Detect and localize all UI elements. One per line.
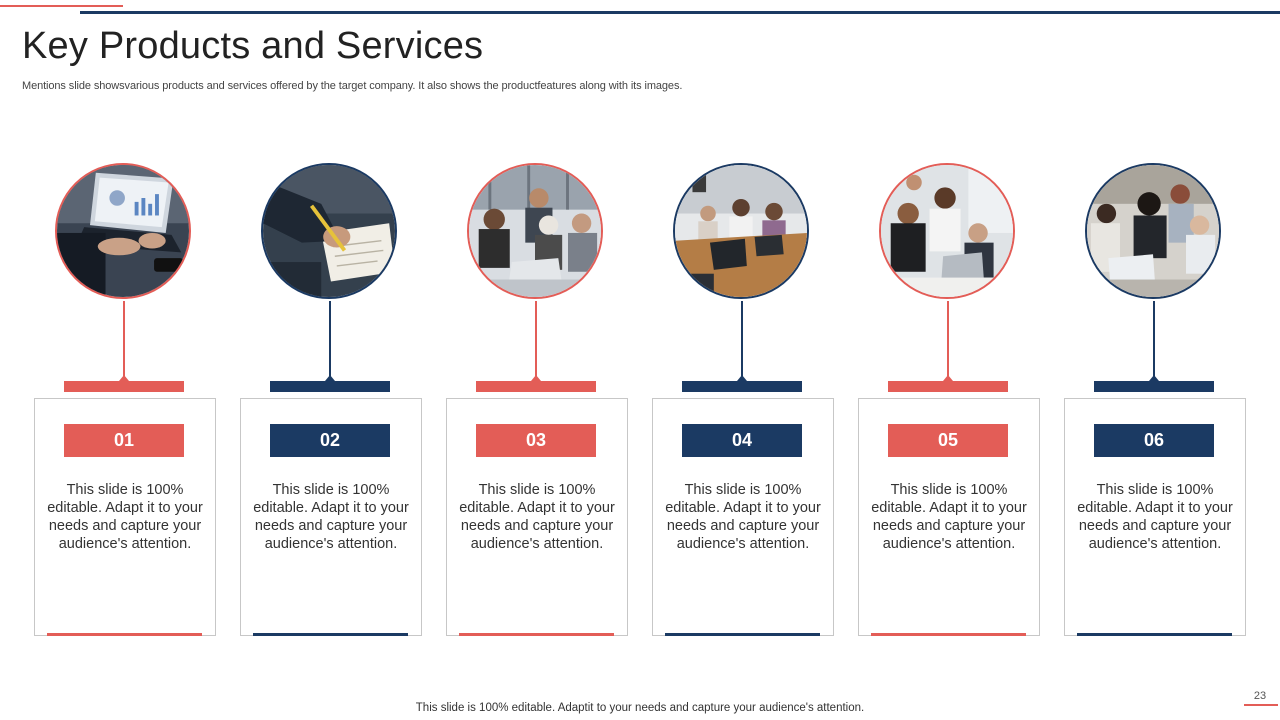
top-accent-red-line <box>0 5 123 7</box>
footer-note: This slide is 100% editable. Adaptit to … <box>415 702 865 714</box>
card-bottom-bar-4 <box>665 633 820 636</box>
product-photo-1 <box>55 163 191 299</box>
product-card-3: 03 This slide is 100% editable. Adapt it… <box>446 398 628 636</box>
product-description-4: This slide is 100% editable. Adapt it to… <box>665 482 821 552</box>
product-item-2: 02 This slide is 100% editable. Adapt it… <box>240 163 422 638</box>
group-laptop-photo-icon <box>881 165 1013 297</box>
product-photo-5 <box>879 163 1015 299</box>
tab-notch-5 <box>943 375 953 381</box>
product-item-1: 01 This slide is 100% editable. Adapt it… <box>34 163 216 638</box>
card-bottom-bar-2 <box>253 633 408 636</box>
connector-line-4 <box>741 301 743 381</box>
product-card-6: 06 This slide is 100% editable. Adapt it… <box>1064 398 1246 636</box>
meeting-table-photo-icon <box>675 165 807 297</box>
product-description-1: This slide is 100% editable. Adapt it to… <box>47 482 203 552</box>
writing-hand-photo-icon <box>263 165 395 297</box>
product-number-5: 05 <box>888 424 1008 457</box>
card-tab-2 <box>270 381 390 392</box>
card-bottom-bar-3 <box>459 633 614 636</box>
product-number-1: 01 <box>64 424 184 457</box>
tab-notch-6 <box>1149 375 1159 381</box>
product-item-6: 06 This slide is 100% editable. Adapt it… <box>1064 163 1246 638</box>
product-photo-6 <box>1085 163 1221 299</box>
product-card-4: 04 This slide is 100% editable. Adapt it… <box>652 398 834 636</box>
slide-title: Key Products and Services <box>22 25 484 67</box>
product-photo-3 <box>467 163 603 299</box>
tab-notch-2 <box>325 375 335 381</box>
young-team-laptop-photo-icon <box>1087 165 1219 297</box>
card-tab-4 <box>682 381 802 392</box>
team-laptop-photo-icon <box>469 165 601 297</box>
product-description-6: This slide is 100% editable. Adapt it to… <box>1077 482 1233 552</box>
card-tab-6 <box>1094 381 1214 392</box>
product-description-3: This slide is 100% editable. Adapt it to… <box>459 482 615 552</box>
tab-notch-4 <box>737 375 747 381</box>
product-number-3: 03 <box>476 424 596 457</box>
product-item-5: 05 This slide is 100% editable. Adapt it… <box>858 163 1040 638</box>
card-bottom-bar-6 <box>1077 633 1232 636</box>
page-number-underline <box>1244 704 1278 706</box>
product-photo-4 <box>673 163 809 299</box>
connector-line-6 <box>1153 301 1155 381</box>
product-card-1: 01 This slide is 100% editable. Adapt it… <box>34 398 216 636</box>
card-tab-5 <box>888 381 1008 392</box>
connector-line-5 <box>947 301 949 381</box>
connector-line-1 <box>123 301 125 381</box>
tab-notch-1 <box>119 375 129 381</box>
product-number-4: 04 <box>682 424 802 457</box>
product-description-5: This slide is 100% editable. Adapt it to… <box>871 482 1027 552</box>
product-photo-2 <box>261 163 397 299</box>
connector-line-3 <box>535 301 537 381</box>
card-tab-3 <box>476 381 596 392</box>
product-item-4: 04 This slide is 100% editable. Adapt it… <box>652 163 834 638</box>
card-bottom-bar-1 <box>47 633 202 636</box>
product-description-2: This slide is 100% editable. Adapt it to… <box>253 482 409 552</box>
page-number: 23 <box>1253 690 1267 702</box>
product-number-2: 02 <box>270 424 390 457</box>
card-bottom-bar-5 <box>871 633 1026 636</box>
product-number-6: 06 <box>1094 424 1214 457</box>
slide-subtitle: Mentions slide showsvarious products and… <box>22 80 683 92</box>
card-tab-1 <box>64 381 184 392</box>
laptop-chart-photo-icon <box>57 165 189 297</box>
product-card-2: 02 This slide is 100% editable. Adapt it… <box>240 398 422 636</box>
product-item-3: 03 This slide is 100% editable. Adapt it… <box>446 163 628 638</box>
product-card-5: 05 This slide is 100% editable. Adapt it… <box>858 398 1040 636</box>
tab-notch-3 <box>531 375 541 381</box>
connector-line-2 <box>329 301 331 381</box>
top-accent-navy-line <box>80 11 1280 14</box>
